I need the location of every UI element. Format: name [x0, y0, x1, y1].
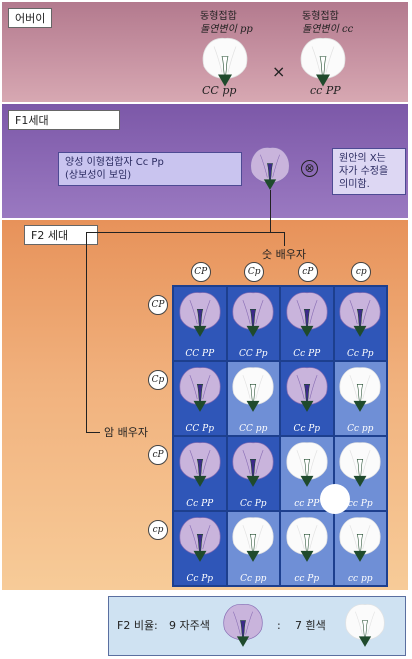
cell-genotype: CC pp: [239, 424, 268, 434]
white-flower-icon: [339, 367, 381, 412]
purple-flower-icon: [232, 292, 274, 337]
ratio-purple: 9 자주색: [169, 619, 210, 632]
cell-genotype: cc Pp: [347, 499, 373, 509]
purple-flower-icon: [179, 367, 221, 412]
male-gamete-2: cP: [297, 262, 318, 282]
male-gamete-0: CP: [190, 262, 211, 282]
female-gamete-label: 암 배우자: [104, 426, 148, 439]
punnett-cell-0-0: CC PP: [174, 287, 226, 360]
ratio-label: F2 비율:: [117, 619, 158, 632]
cell-genotype: CC Pp: [185, 424, 214, 434]
punnett-cell-3-1: Cc pp: [227, 512, 279, 585]
right-parent-flower: [298, 34, 348, 91]
male-gamete-3: cp: [351, 262, 372, 282]
cell-genotype: Cc Pp: [239, 499, 267, 509]
purple-flower-icon: [232, 442, 274, 487]
male-arrow-line: [284, 232, 285, 246]
punnett-cell-2-0: Cc PP: [174, 437, 226, 510]
female-gamete-3: cp: [148, 519, 168, 540]
white-flower-icon: [232, 517, 274, 562]
female-gamete-1: Cp: [148, 369, 168, 390]
punnett-cell-0-1: CC Pp: [227, 287, 279, 360]
cell-genotype: cc PP: [294, 499, 320, 509]
f1-section: F1세대 양성 이형접합자 Cc Pp (상보성이 보임) ⊗ 원안의 X는 자…: [2, 104, 408, 218]
parents-section: 어버이 동형접합 돌연변이 pp 동형접합 돌연변이 cc × CC pp cc…: [2, 2, 408, 102]
white-flower-icon: [232, 367, 274, 412]
female-arrow-tip: [86, 432, 100, 433]
cell-genotype: Cc pp: [240, 574, 267, 584]
cross-symbol: ×: [272, 62, 286, 81]
ratio-purple-flower: [221, 601, 265, 651]
punnett-cell-0-2: Cc PP: [281, 287, 333, 360]
f2-label: F2 세대: [24, 225, 98, 245]
cell-genotype: Cc Pp: [293, 424, 321, 434]
white-flower-icon: [286, 517, 328, 562]
right-parent-desc: 동형접합 돌연변이 cc: [302, 11, 354, 35]
ratio-white-flower: [343, 601, 387, 651]
purple-flower-icon: [179, 442, 221, 487]
f2-ratio-box: F2 비율: 9 자주색 : 7 흰색: [108, 596, 406, 656]
cell-genotype: Cc Pp: [186, 574, 214, 584]
purple-flower-icon: [179, 292, 221, 337]
female-gamete-2: cP: [148, 444, 168, 465]
selfing-symbol: ⊗: [301, 160, 318, 177]
cell-genotype: cc pp: [348, 574, 373, 584]
punnett-cell-0-3: Cc Pp: [334, 287, 386, 360]
cell-genotype: Cc PP: [186, 499, 214, 509]
purple-flower-icon: [339, 292, 381, 337]
right-parent-genotype: cc PP: [310, 84, 341, 97]
male-gamete-1: Cp: [244, 262, 265, 282]
left-parent-flower: [200, 34, 250, 91]
punnett-cell-1-1: CC pp: [227, 362, 279, 435]
white-flower-icon: [339, 442, 381, 487]
f1-label: F1세대: [8, 110, 120, 130]
ratio-white: 7 흰색: [295, 619, 326, 632]
purple-flower-icon: [286, 367, 328, 412]
punnett-cell-3-0: Cc Pp: [174, 512, 226, 585]
white-blot: [320, 484, 350, 514]
f1-down-line: [270, 190, 271, 232]
female-arrow-line: [86, 232, 87, 432]
purple-flower-icon: [179, 517, 221, 562]
left-parent-genotype: CC pp: [202, 84, 237, 97]
ratio-sep: :: [277, 619, 281, 632]
female-gamete-0: CP: [148, 294, 168, 315]
parents-label: 어버이: [8, 8, 53, 28]
punnett-cell-2-3: cc Pp: [334, 437, 386, 510]
punnett-square: CC PP CC Pp Cc PP Cc Pp CC Pp CC pp Cc P…: [172, 285, 388, 587]
cell-genotype: Cc Pp: [346, 349, 374, 359]
purple-flower-icon: [286, 292, 328, 337]
punnett-cell-1-0: CC Pp: [174, 362, 226, 435]
cell-genotype: CC PP: [185, 349, 215, 359]
punnett-cell-3-2: cc Pp: [281, 512, 333, 585]
punnett-cell-1-2: Cc Pp: [281, 362, 333, 435]
cell-genotype: CC Pp: [239, 349, 268, 359]
left-parent-desc: 동형접합 돌연변이 pp: [200, 11, 253, 35]
cell-genotype: cc Pp: [294, 574, 320, 584]
white-flower-icon: [286, 442, 328, 487]
cell-genotype: Cc PP: [293, 349, 321, 359]
f1-flower: [248, 144, 292, 194]
f1-hybrid-box: 양성 이형접합자 Cc Pp (상보성이 보임): [58, 152, 242, 186]
punnett-cell-2-1: Cc Pp: [227, 437, 279, 510]
white-flower-icon: [339, 517, 381, 562]
cell-genotype: Cc pp: [347, 424, 374, 434]
punnett-cell-3-3: cc pp: [334, 512, 386, 585]
f2-branch-line: [86, 232, 284, 233]
self-note-box: 원안의 X는 자가 수정을 의미함.: [332, 148, 406, 195]
punnett-cell-1-3: Cc pp: [334, 362, 386, 435]
male-gamete-label: 숫 배우자: [262, 248, 306, 261]
